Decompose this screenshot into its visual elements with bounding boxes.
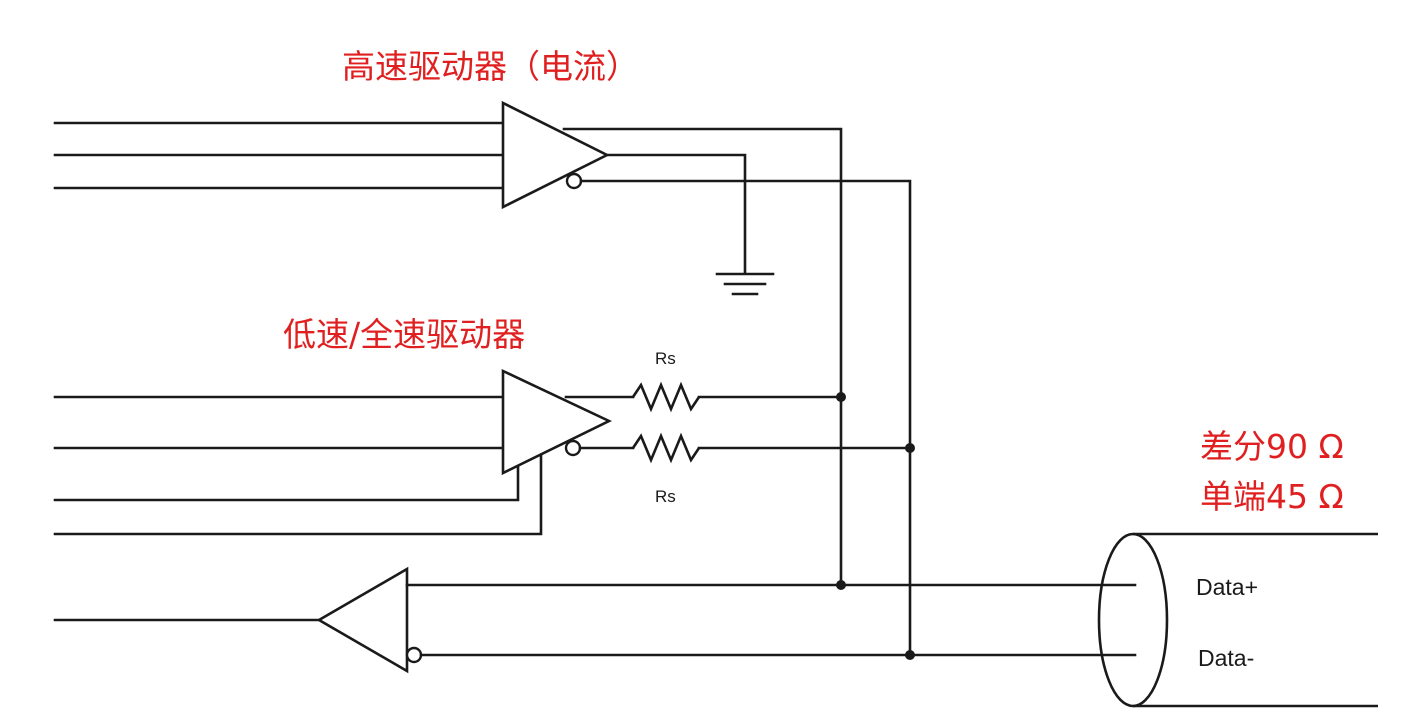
lfs-enable-wire-2: [53, 451, 543, 536]
lfs-enable-wire-1: [53, 463, 520, 502]
resistor-bottom-label: Rs: [655, 487, 676, 506]
cable-icon: [1097, 532, 1378, 708]
resistor-rs-bottom: [631, 432, 701, 464]
hs-inverting-bubble: [565, 172, 583, 190]
lfs-inverting-bubble: [564, 439, 582, 457]
hs-output-dminus-wire: [579, 179, 912, 449]
resistor-top-label: Rs: [655, 349, 676, 368]
junction-dot: [905, 443, 915, 453]
hs-driver-triangle: [501, 100, 610, 210]
differential-impedance-label: 差分90 Ω: [1200, 427, 1344, 466]
high-speed-driver: [53, 100, 912, 449]
hs-output-ground-wire: [605, 153, 747, 274]
high-speed-driver-label: 高速驱动器（电流）: [342, 47, 639, 86]
ground-icon: [715, 272, 775, 296]
lfs-driver-triangle: [501, 368, 612, 476]
data-plus-label: Data+: [1196, 574, 1258, 600]
receiver-inverting-bubble: [405, 646, 423, 664]
single-ended-impedance-label: 单端45 Ω: [1200, 477, 1344, 516]
data-minus-label: Data-: [1198, 645, 1254, 671]
low-full-speed-driver: [53, 368, 912, 536]
low-full-speed-driver-label: 低速/全速驱动器: [283, 315, 525, 354]
receiver: [53, 566, 1137, 674]
cable-end-ellipse: [1097, 532, 1169, 708]
hs-output-dplus-wire: [562, 127, 843, 397]
junction-dot: [836, 392, 846, 402]
resistor-rs-top: [631, 381, 701, 413]
receiver-triangle: [316, 566, 409, 674]
